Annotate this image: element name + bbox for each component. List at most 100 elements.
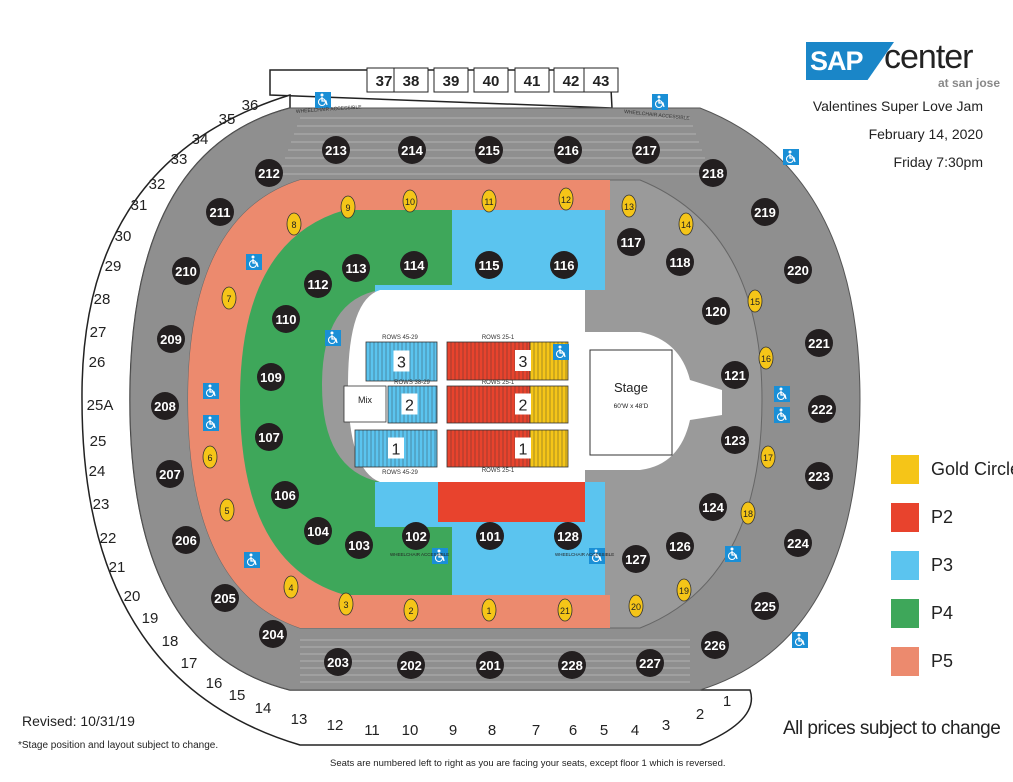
floor-gold-circle-2[interactable] bbox=[529, 385, 569, 424]
suite-36[interactable]: 36 bbox=[242, 97, 259, 114]
p5-section-15[interactable]: 15 bbox=[747, 289, 763, 313]
suite-13[interactable]: 13 bbox=[291, 711, 308, 728]
section-219[interactable]: 219 bbox=[751, 198, 779, 226]
section-116[interactable]: 116 bbox=[550, 251, 578, 279]
suite-5[interactable]: 5 bbox=[600, 722, 608, 739]
section-106[interactable]: 106 bbox=[271, 481, 299, 509]
section-118[interactable]: 118 bbox=[666, 248, 694, 276]
suite-6[interactable]: 6 bbox=[569, 722, 577, 739]
section-114[interactable]: 114 bbox=[400, 251, 428, 279]
section-205[interactable]: 205 bbox=[211, 584, 239, 612]
p5-section-19[interactable]: 19 bbox=[676, 578, 692, 602]
p5-section-13[interactable]: 13 bbox=[621, 194, 637, 218]
section-216[interactable]: 216 bbox=[554, 136, 582, 164]
section-223[interactable]: 223 bbox=[805, 462, 833, 490]
floor-section-p3-2[interactable]: 2 bbox=[387, 385, 438, 424]
suite-2[interactable]: 2 bbox=[696, 706, 704, 723]
suite-23[interactable]: 23 bbox=[93, 496, 110, 513]
suite-15[interactable]: 15 bbox=[229, 687, 246, 704]
suite-27[interactable]: 27 bbox=[90, 324, 107, 341]
section-103[interactable]: 103 bbox=[345, 531, 373, 559]
suite-16[interactable]: 16 bbox=[206, 675, 223, 692]
suite-12[interactable]: 12 bbox=[327, 717, 344, 734]
suite-18[interactable]: 18 bbox=[162, 633, 179, 650]
section-107[interactable]: 107 bbox=[255, 423, 283, 451]
suite-1[interactable]: 1 bbox=[723, 693, 731, 710]
section-115[interactable]: 115 bbox=[475, 251, 503, 279]
suite-43[interactable]: 43 bbox=[583, 67, 619, 93]
section-206[interactable]: 206 bbox=[172, 526, 200, 554]
suite-25[interactable]: 25 bbox=[90, 433, 107, 450]
p5-section-3[interactable]: 3 bbox=[338, 592, 354, 616]
section-124[interactable]: 124 bbox=[699, 493, 727, 521]
section-110[interactable]: 110 bbox=[272, 305, 300, 333]
suite-34[interactable]: 34 bbox=[192, 131, 209, 148]
p5-section-7[interactable]: 7 bbox=[221, 286, 237, 310]
floor-section-p2-2[interactable]: 2 bbox=[446, 385, 569, 424]
section-101[interactable]: 101 bbox=[476, 522, 504, 550]
section-203[interactable]: 203 bbox=[324, 648, 352, 676]
p5-section-8[interactable]: 8 bbox=[286, 212, 302, 236]
p5-section-1[interactable]: 1 bbox=[481, 598, 497, 622]
p5-section-10[interactable]: 10 bbox=[402, 189, 418, 213]
p5-section-16[interactable]: 16 bbox=[758, 346, 774, 370]
suite-4[interactable]: 4 bbox=[631, 722, 639, 739]
p5-section-12[interactable]: 12 bbox=[558, 187, 574, 211]
suite-30[interactable]: 30 bbox=[115, 228, 132, 245]
suite-11[interactable]: 11 bbox=[364, 722, 380, 739]
suite-38[interactable]: 38 bbox=[393, 67, 429, 93]
section-227[interactable]: 227 bbox=[636, 649, 664, 677]
section-121[interactable]: 121 bbox=[721, 361, 749, 389]
section-208[interactable]: 208 bbox=[151, 392, 179, 420]
p5-section-5[interactable]: 5 bbox=[219, 498, 235, 522]
p5-section-9[interactable]: 9 bbox=[340, 195, 356, 219]
suite-22[interactable]: 22 bbox=[100, 530, 117, 547]
suite-33[interactable]: 33 bbox=[171, 151, 188, 168]
section-127[interactable]: 127 bbox=[622, 545, 650, 573]
p5-section-11[interactable]: 11 bbox=[481, 189, 497, 213]
suite-24[interactable]: 24 bbox=[89, 463, 106, 480]
section-123[interactable]: 123 bbox=[721, 426, 749, 454]
section-225[interactable]: 225 bbox=[751, 592, 779, 620]
suite-28[interactable]: 28 bbox=[94, 291, 111, 308]
suite-26[interactable]: 26 bbox=[89, 354, 106, 371]
section-228[interactable]: 228 bbox=[558, 651, 586, 679]
section-218[interactable]: 218 bbox=[699, 159, 727, 187]
floor-section-p2-3[interactable]: 3 bbox=[446, 341, 569, 381]
section-104[interactable]: 104 bbox=[304, 517, 332, 545]
suite-41[interactable]: 41 bbox=[514, 67, 550, 93]
suite-14[interactable]: 14 bbox=[255, 700, 272, 717]
section-212[interactable]: 212 bbox=[255, 159, 283, 187]
section-217[interactable]: 217 bbox=[632, 136, 660, 164]
section-113[interactable]: 113 bbox=[342, 254, 370, 282]
suite-7[interactable]: 7 bbox=[532, 722, 540, 739]
suite-39[interactable]: 39 bbox=[433, 67, 469, 93]
p5-section-4[interactable]: 4 bbox=[283, 575, 299, 599]
suite-19[interactable]: 19 bbox=[142, 610, 159, 627]
floor-section-p3-1[interactable]: 1 bbox=[354, 429, 438, 468]
suite-9[interactable]: 9 bbox=[449, 722, 457, 739]
floor-section-p2-1[interactable]: 1 bbox=[446, 429, 569, 468]
suite-10[interactable]: 10 bbox=[402, 722, 419, 739]
section-102[interactable]: 102 bbox=[402, 522, 430, 550]
section-215[interactable]: 215 bbox=[475, 136, 503, 164]
suite-42[interactable]: 42 bbox=[553, 67, 589, 93]
suite-20[interactable]: 20 bbox=[124, 588, 141, 605]
p5-section-18[interactable]: 18 bbox=[740, 501, 756, 525]
section-126[interactable]: 126 bbox=[666, 532, 694, 560]
section-201[interactable]: 201 bbox=[476, 651, 504, 679]
section-221[interactable]: 221 bbox=[805, 329, 833, 357]
p5-section-2[interactable]: 2 bbox=[403, 598, 419, 622]
suite-35[interactable]: 35 bbox=[219, 111, 236, 128]
p5-section-21[interactable]: 21 bbox=[557, 598, 573, 622]
p5-section-14[interactable]: 14 bbox=[678, 212, 694, 236]
section-112[interactable]: 112 bbox=[304, 270, 332, 298]
floor-gold-circle-1[interactable] bbox=[529, 429, 569, 468]
section-120[interactable]: 120 bbox=[702, 297, 730, 325]
section-128[interactable]: 128 bbox=[554, 522, 582, 550]
p5-section-17[interactable]: 17 bbox=[760, 445, 776, 469]
section-222[interactable]: 222 bbox=[808, 395, 836, 423]
suite-31[interactable]: 31 bbox=[131, 197, 148, 214]
section-204[interactable]: 204 bbox=[259, 620, 287, 648]
section-211[interactable]: 211 bbox=[206, 198, 234, 226]
